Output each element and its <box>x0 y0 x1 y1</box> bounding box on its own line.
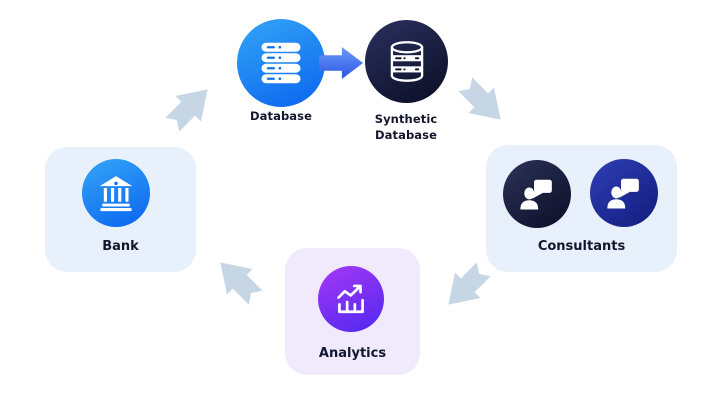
synthetic-database-label-line1: Synthetic <box>374 112 438 126</box>
consultants-label: Consultants <box>537 239 626 254</box>
bank-circle <box>82 159 150 227</box>
arrow-consultants-to-analytics <box>448 262 491 305</box>
synthetic-database-label: Synthetic Database <box>348 111 464 143</box>
consultant-circle-blue <box>590 159 658 227</box>
trending-bar-chart-icon <box>337 284 364 314</box>
person-speech-bubble-icon <box>607 178 639 209</box>
synthetic-database-label-line2: Database <box>374 128 437 142</box>
consultants-node: Consultants <box>486 145 677 272</box>
analytics-node: Analytics <box>285 248 420 375</box>
bank-label: Bank <box>102 239 139 254</box>
bank-node: Bank <box>45 147 196 272</box>
arrow-database-to-synthetic <box>319 47 363 79</box>
arrow-bank-to-database <box>165 89 208 132</box>
database-stack-icon <box>261 42 301 84</box>
database-node <box>237 19 325 107</box>
analytics-circle <box>318 266 384 332</box>
synthetic-database-node <box>365 20 448 103</box>
bank-building-icon <box>99 176 133 212</box>
database-outline-icon <box>390 40 423 82</box>
database-label: Database <box>249 109 312 123</box>
arrow-synthetic-to-consultants <box>458 77 501 120</box>
consultant-circle-dark <box>503 160 571 228</box>
person-speech-bubble-icon <box>520 179 552 210</box>
analytics-label: Analytics <box>318 346 387 361</box>
arrow-analytics-to-bank <box>220 262 263 305</box>
